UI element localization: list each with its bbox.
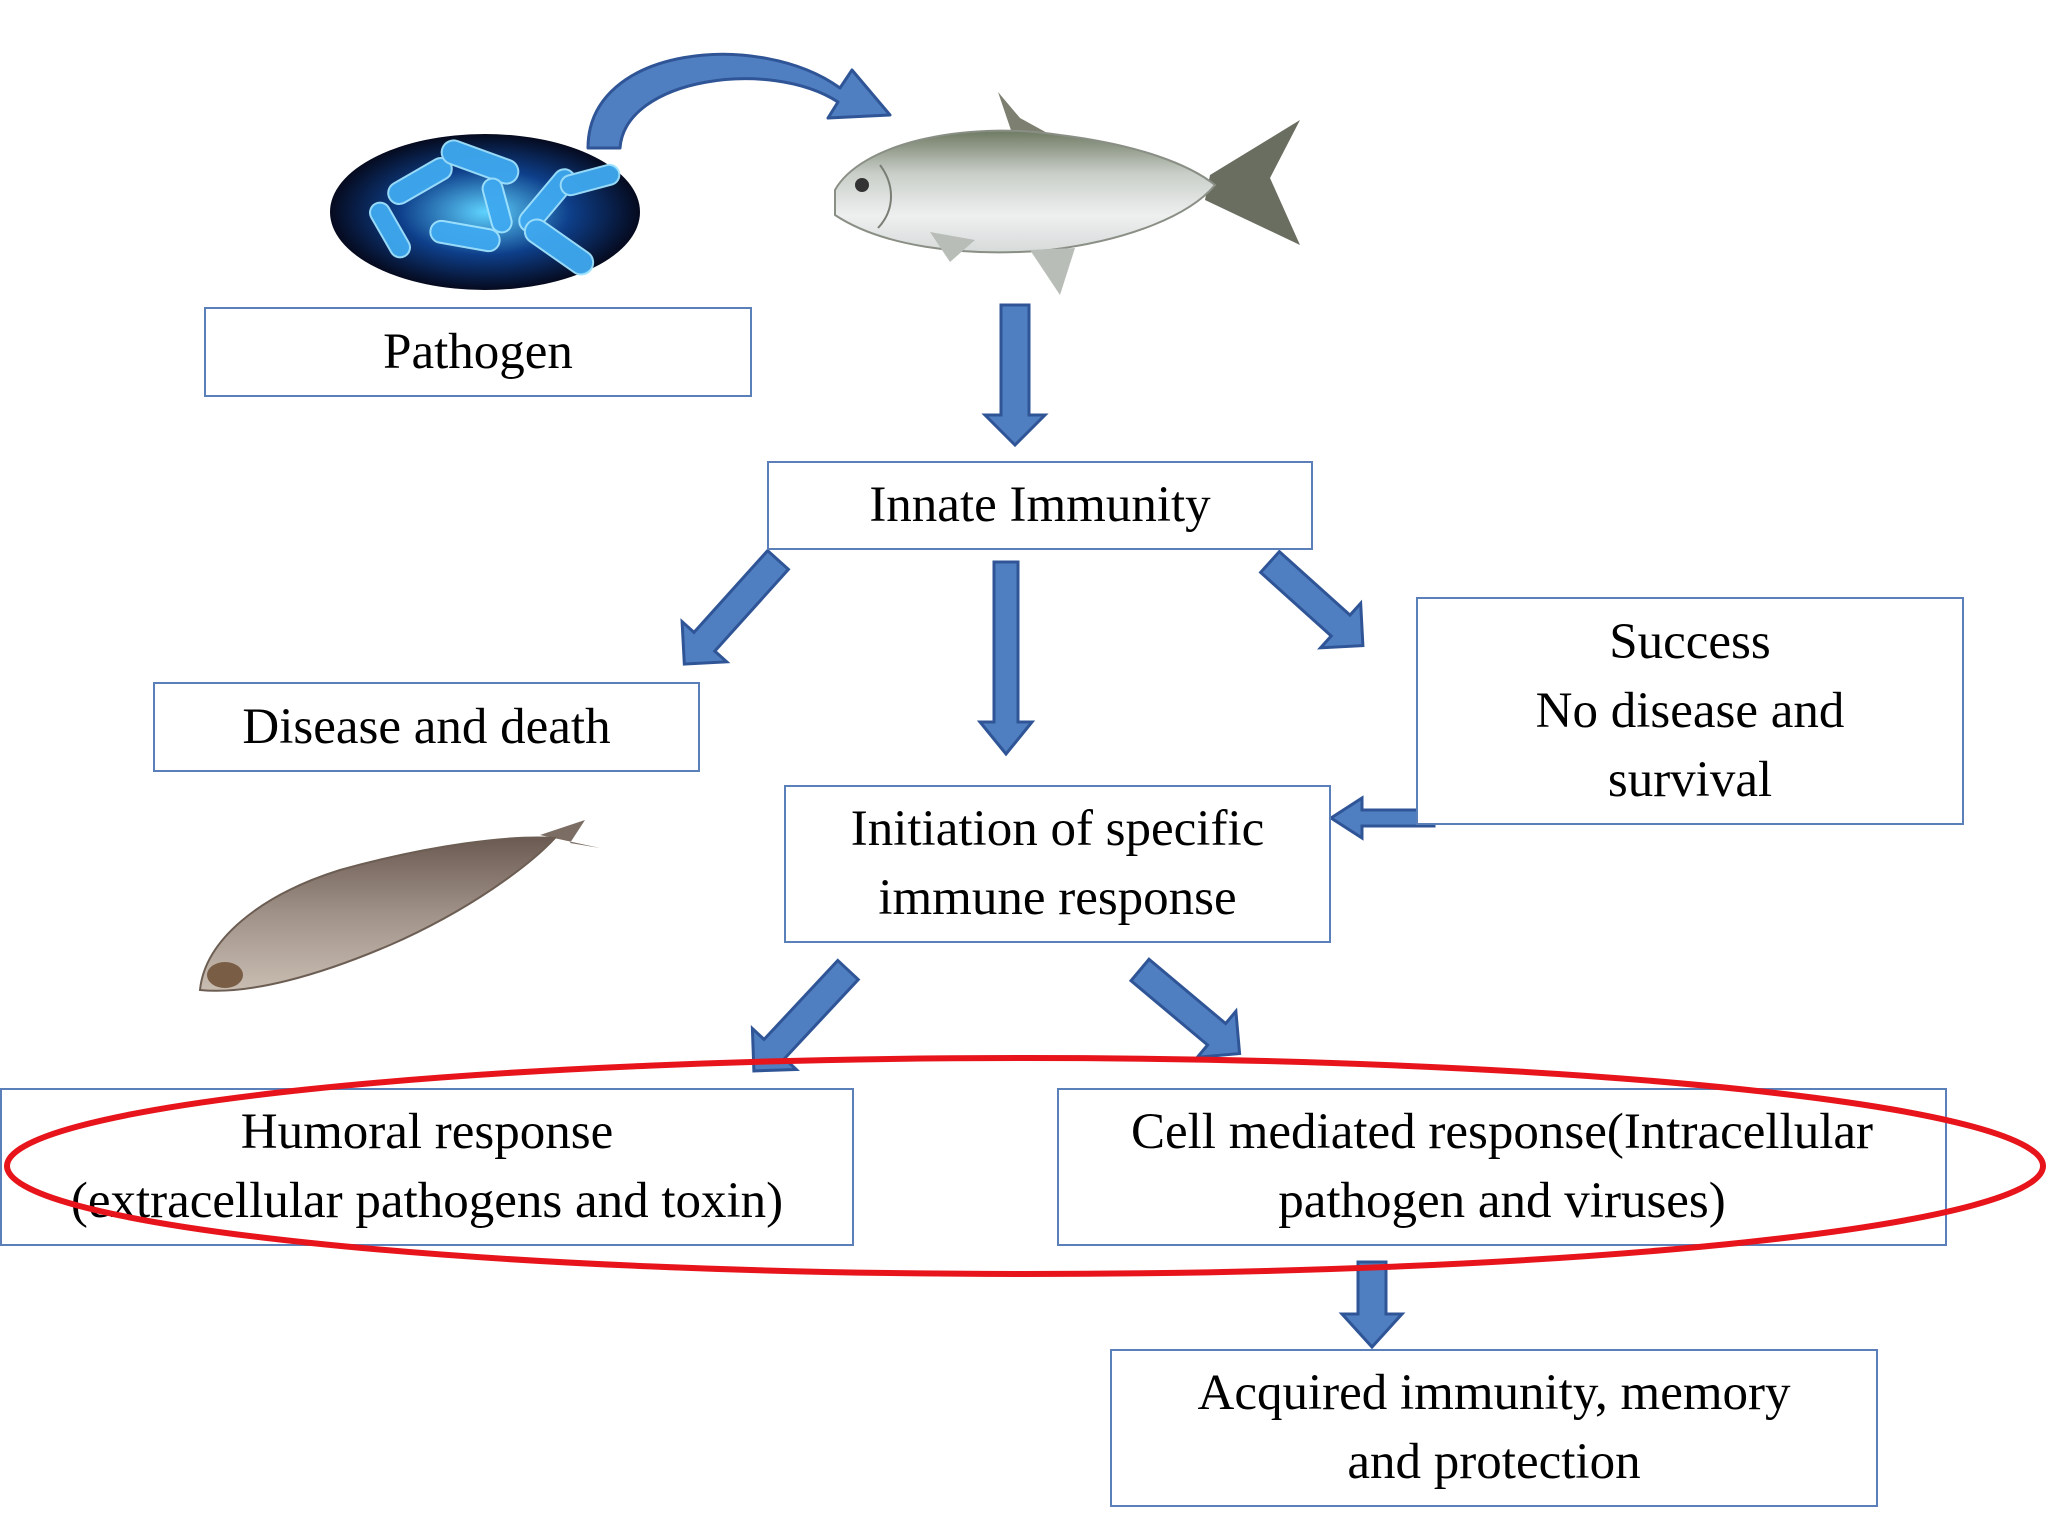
pathogen-label: Pathogen xyxy=(383,323,573,380)
curved-infection-arrow xyxy=(586,52,892,150)
arrow-initiation-to-humoral xyxy=(750,958,861,1073)
arrow-fish-to-innate xyxy=(981,303,1049,448)
arrow-innate-to-initiation xyxy=(976,560,1036,757)
success-label-line-1: Success xyxy=(1609,613,1771,670)
humoral-label-line-1: Humoral response xyxy=(240,1104,614,1160)
arrow-innate-to-success xyxy=(1258,549,1365,650)
success-label-line-2: No disease and xyxy=(1535,682,1845,739)
innate-immunity-box: Innate Immunity xyxy=(767,461,1313,550)
humoral-response-box: Humoral response (extracellular pathogen… xyxy=(0,1088,854,1246)
acquired-label-line-2: and protection xyxy=(1347,1434,1641,1490)
disease-and-death-label: Disease and death xyxy=(242,698,611,755)
dead-fish-image xyxy=(198,820,600,992)
arrow-cell-to-acquired xyxy=(1338,1260,1406,1350)
acquired-immunity-box: Acquired immunity, memory and protection xyxy=(1110,1349,1878,1507)
initiation-label-line-2: immune response xyxy=(878,870,1237,926)
cell-mediated-label-line-1: Cell mediated response(Intracellular xyxy=(1130,1104,1873,1160)
healthy-fish-image xyxy=(834,92,1300,295)
humoral-label-line-2: (extracellular pathogens and toxin) xyxy=(70,1173,784,1229)
bacteria-cluster-image xyxy=(330,134,640,290)
cell-mediated-label-line-2: pathogen and viruses) xyxy=(1278,1173,1726,1229)
success-box: Success No disease and survival xyxy=(1416,597,1964,825)
success-label-line-3: survival xyxy=(1607,751,1773,808)
arrow-initiation-to-cell xyxy=(1128,957,1242,1060)
innate-immunity-label: Innate Immunity xyxy=(869,477,1211,533)
initiation-specific-response-box: Initiation of specific immune response xyxy=(784,785,1331,943)
pathogen-box: Pathogen xyxy=(204,307,752,397)
acquired-label-line-1: Acquired immunity, memory xyxy=(1197,1365,1791,1421)
initiation-label-line-1: Initiation of specific xyxy=(850,801,1265,857)
cell-mediated-response-box: Cell mediated response(Intracellular pat… xyxy=(1057,1088,1947,1246)
disease-and-death-box: Disease and death xyxy=(153,682,700,772)
arrow-innate-to-disease xyxy=(680,548,791,666)
